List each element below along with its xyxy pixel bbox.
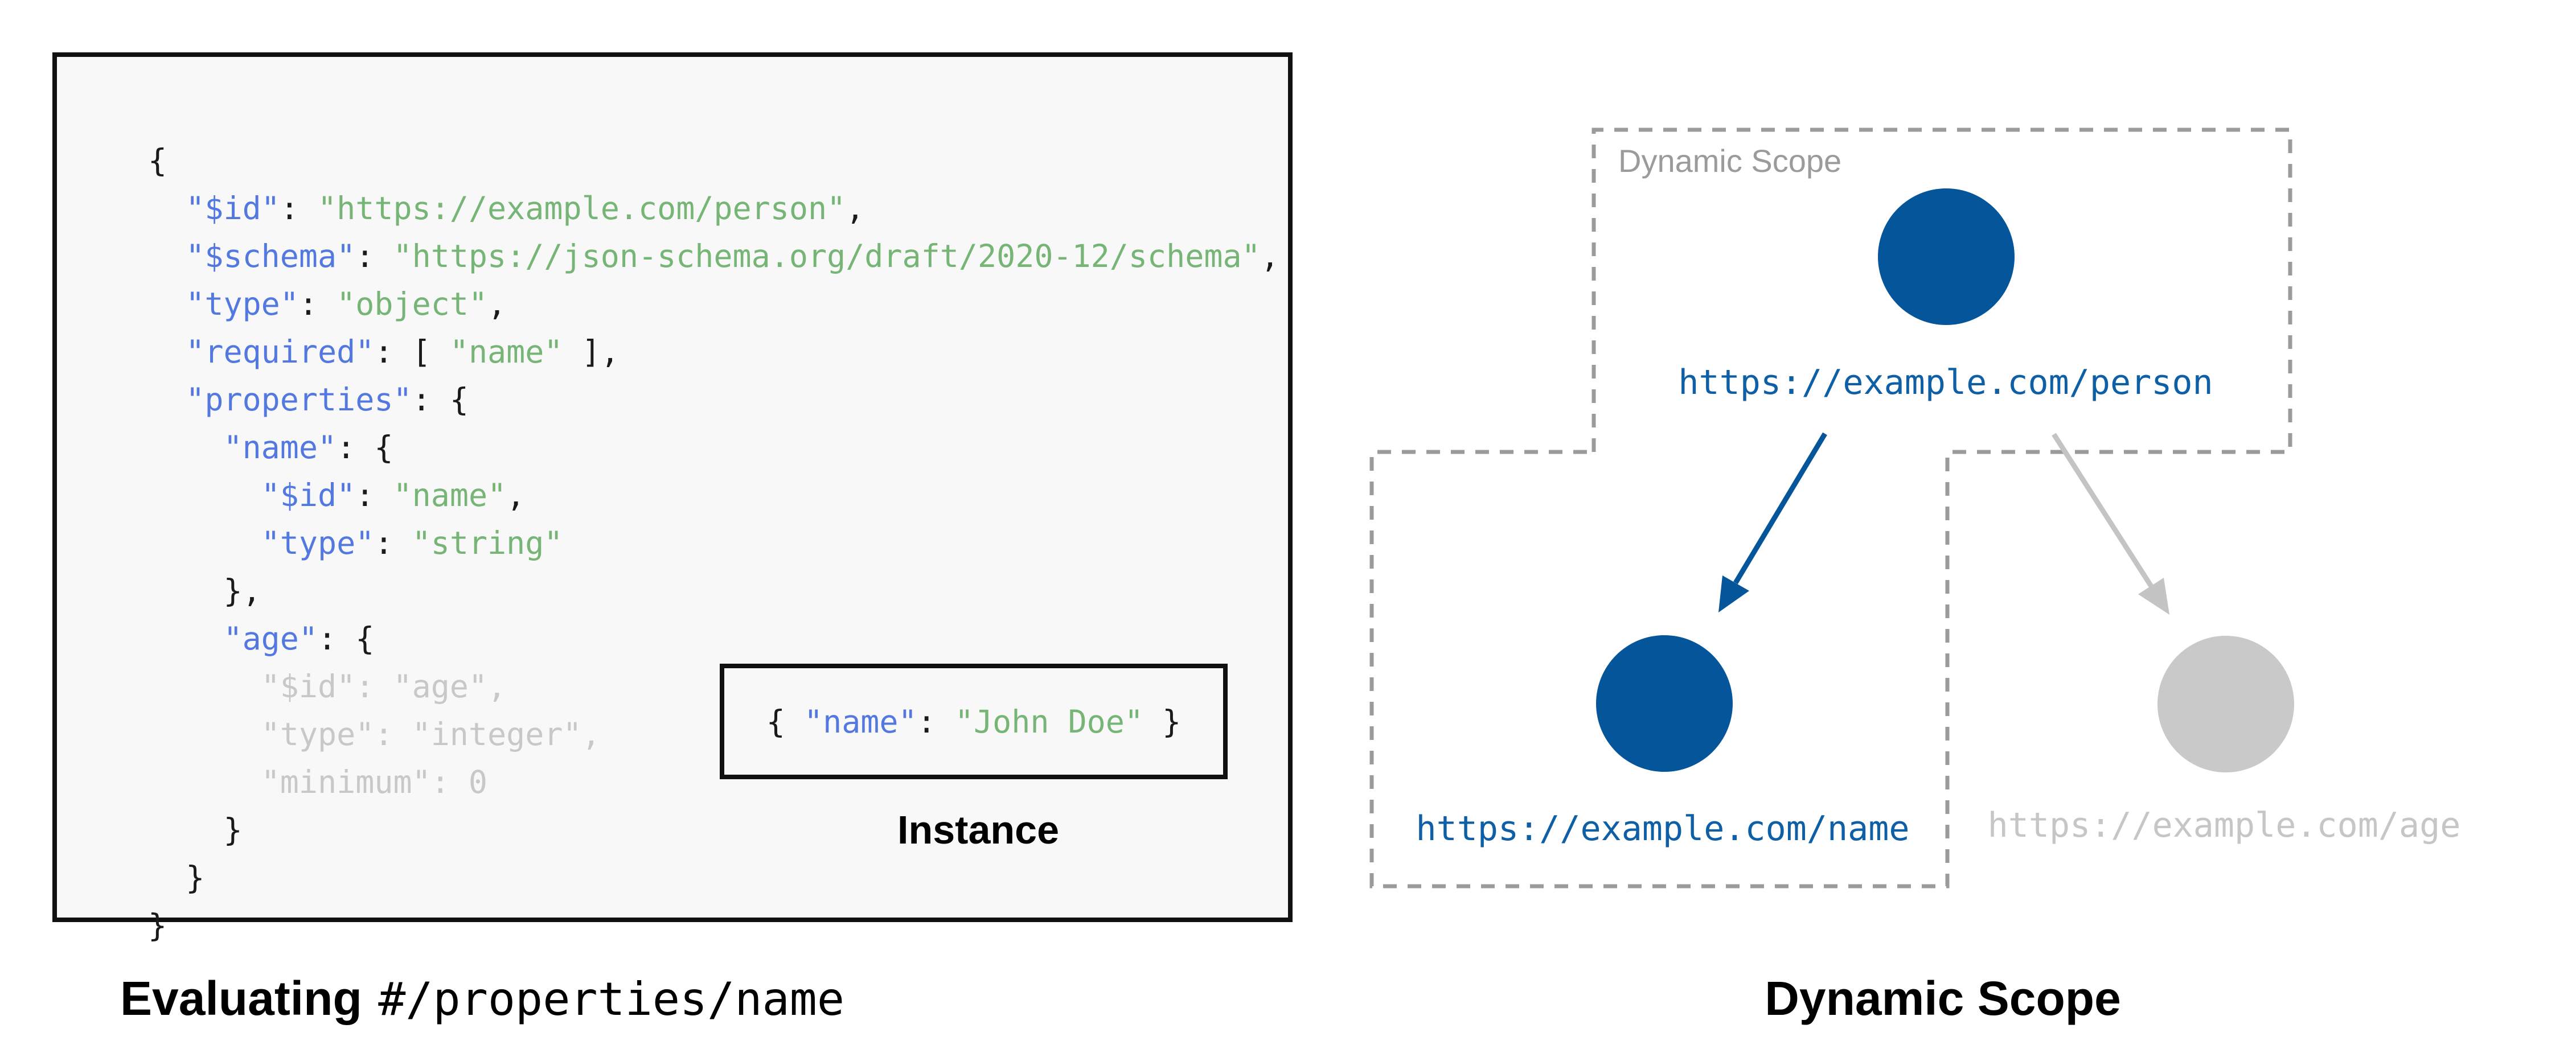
- node-name-url: https://example.com/name: [1416, 809, 1910, 849]
- arrow-person-to-name-line: [1733, 432, 1827, 585]
- instance-box: { "name": "John Doe" }: [720, 664, 1228, 779]
- arrow-person-to-age-line: [2052, 433, 2153, 588]
- node-age-url: https://example.com/age: [1987, 805, 2461, 845]
- dynamic-scope-label: Dynamic Scope: [1618, 143, 1842, 179]
- node-person-url: https://example.com/person: [1678, 363, 2213, 402]
- node-age-circle: [2157, 636, 2294, 772]
- node-person-circle: [1878, 188, 2015, 325]
- node-name-circle: [1596, 635, 1733, 772]
- instance-code: { "name": "John Doe" }: [766, 703, 1182, 740]
- instance-caption: Instance: [897, 808, 1059, 852]
- evaluating-caption: Evaluating #/properties/name: [120, 971, 844, 1026]
- dynamic-scope-outline: [1369, 127, 2292, 889]
- schema-code: { "$id": "https://example.com/person", "…: [148, 142, 1279, 944]
- dynamic-scope-caption: Dynamic Scope: [1765, 972, 2121, 1025]
- evaluating-caption-pointer: #/properties/name: [378, 973, 845, 1026]
- arrow-person-to-name-head: [1718, 575, 1749, 612]
- schema-code-box: { "$id": "https://example.com/person", "…: [52, 52, 1293, 944]
- evaluating-caption-bold: Evaluating: [120, 972, 362, 1025]
- arrow-person-to-age-head: [2138, 578, 2169, 615]
